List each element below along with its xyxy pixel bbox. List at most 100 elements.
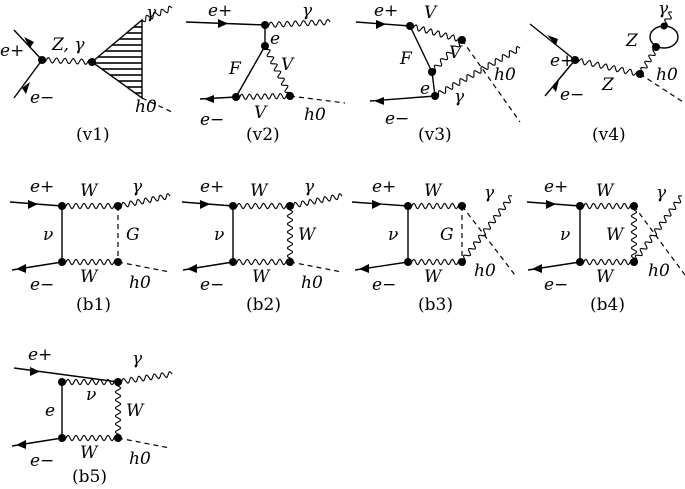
b2-w-bottom (232, 258, 291, 266)
v2-label-v-bottom: V (254, 103, 268, 123)
b5-label-gamma: γ (132, 349, 143, 369)
b5-photon-out (117, 371, 173, 385)
caption-b3: (b3) (418, 295, 453, 315)
b5-label-w-bottom: W (80, 443, 99, 463)
diagram-b3: e+ W γ ν G W e− h0 (b3) (351, 177, 516, 315)
b1-label-g: G (126, 225, 140, 245)
b5-eplus-line (13, 367, 119, 383)
v3-label-gamma: γ (454, 87, 465, 107)
b2-w-right (286, 205, 294, 263)
v3-v-top (409, 24, 463, 42)
b4-w-right (630, 205, 638, 263)
b4-vertex (576, 202, 584, 210)
diagram-v4: e+ e− Z Z γ h0 (v4) (529, 0, 684, 145)
b4-label-nu: ν (560, 225, 570, 245)
b4-vertex (576, 258, 584, 266)
b1-eminus-arrow (16, 264, 26, 273)
b5-vertex (58, 434, 66, 442)
b4-vertex (630, 202, 638, 210)
b5-label-eplus: e+ (28, 345, 52, 365)
v3-higgs-out (461, 39, 521, 123)
v1-eminus-line (13, 59, 43, 99)
v1-label-eplus: e+ (0, 41, 24, 61)
v2-f-line (235, 45, 266, 98)
b1-higgs-out (117, 261, 171, 273)
v1-vertex (88, 58, 96, 66)
b3-label-eminus: e− (372, 275, 396, 295)
caption-b4: (b4) (590, 295, 625, 315)
v3-e-line (431, 71, 436, 97)
b3-label-w-bottom: W (424, 267, 443, 287)
b1-label-w-bottom: W (80, 267, 99, 287)
b2-vertex (229, 258, 237, 266)
b3-label-g: G (440, 225, 454, 245)
v3-label-eminus: e− (385, 109, 409, 129)
caption-v4: (v4) (592, 125, 626, 145)
v3-v-right (431, 38, 463, 74)
b4-label-eminus: e− (544, 275, 568, 295)
v2-eplus-arrow (218, 19, 228, 28)
caption-b1: (b1) (76, 295, 111, 315)
v2-vertex (286, 92, 294, 100)
v1-label-zgamma: Z, γ (51, 35, 85, 55)
v1-label-gamma: γ (146, 3, 157, 23)
b4-label-higgs: h0 (648, 261, 670, 281)
diagram-v3: e+ V F V e γ h0 e− (v3) (355, 1, 521, 145)
b3-vertex (404, 258, 412, 266)
b1-label-eplus: e+ (30, 177, 54, 197)
v4-eplus-line (529, 23, 576, 61)
b3-vertex (404, 202, 412, 210)
b4-label-w-bottom: W (596, 267, 615, 287)
v2-photon-out (264, 18, 331, 29)
v4-label-gamma: γ (658, 0, 669, 19)
b1-vertex (58, 202, 66, 210)
v2-vertex (261, 21, 269, 29)
b5-eplus-arrow (30, 367, 40, 376)
b3-vertex (458, 258, 466, 266)
b1-w-bottom (61, 258, 119, 266)
v4-vertex (660, 22, 668, 30)
b1-vertex (114, 258, 122, 266)
b4-w-bottom (579, 258, 635, 266)
v2-v-bottom (235, 92, 291, 101)
diagram-b2: e+ W γ ν W W e− h0 (b2) (181, 177, 343, 315)
v3-label-e: e (420, 79, 430, 99)
v3-vertex (406, 22, 414, 30)
v4-eminus-line (544, 59, 576, 97)
v4-label-z-loop: Z (625, 31, 639, 51)
b5-label-nu: ν (86, 385, 96, 405)
v1-z-gamma-propagator (41, 57, 93, 65)
b4-eminus-arrow (532, 264, 542, 273)
diagram-b1: e+ W γ ν G W e− h0 (b1) (9, 177, 171, 315)
b5-vertex (58, 378, 66, 386)
v3-photon-out (434, 46, 521, 98)
b3-higgs-out (461, 205, 516, 276)
b1-label-higgs: h0 (129, 273, 151, 293)
b5-label-higgs: h0 (129, 449, 151, 469)
b2-label-w-right: W (298, 225, 317, 245)
b3-label-nu: ν (388, 225, 398, 245)
b2-label-higgs: h0 (301, 273, 323, 293)
b4-label-w-top: W (596, 181, 615, 201)
b4-label-w-right: W (606, 225, 625, 245)
v1-eplus-arrow (24, 37, 34, 48)
b5-label-e: e (45, 401, 55, 421)
b5-vertex (114, 434, 122, 442)
v4-label-z-prop: Z (601, 75, 615, 95)
v4-eminus-arrow (552, 80, 559, 92)
v4-vertex (652, 43, 660, 51)
v3-eminus-arrow (374, 97, 384, 105)
v2-label-eplus: e+ (208, 1, 232, 21)
b4-photon-out (633, 195, 683, 263)
v2-label-e: e (270, 29, 280, 49)
b1-label-w-top: W (80, 181, 99, 201)
v4-label-higgs: h0 (656, 65, 678, 85)
b2-label-w-top: W (250, 181, 269, 201)
v2-label-gamma: γ (302, 1, 313, 21)
v4-vertex (571, 56, 579, 64)
b1-vertex (58, 258, 66, 266)
b5-w-right (114, 381, 122, 439)
v1-eminus-arrow (22, 82, 30, 94)
v3-label-f: F (399, 49, 413, 69)
b3-w-bottom (407, 258, 463, 266)
